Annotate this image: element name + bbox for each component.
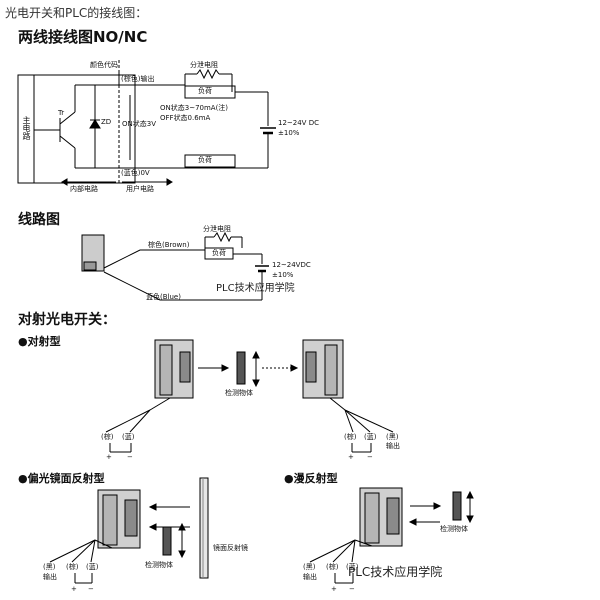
main-circuit-block [17, 74, 35, 184]
retro-sensor [97, 489, 141, 549]
sensor-frame [17, 74, 136, 184]
retro-brown: (棕) [66, 563, 79, 571]
brown-output-label: (棕色)输出 [121, 75, 155, 83]
diffuse-output: 输出 [303, 573, 317, 581]
off-current-label: OFF状态0.6mA [160, 114, 211, 122]
zd-label: ZD [101, 118, 112, 126]
circuit-load-label: 负荷 [212, 249, 226, 257]
retro-plus: + [71, 585, 77, 593]
object-retro [162, 526, 172, 556]
object-through [236, 351, 246, 385]
diffuse-diagram [309, 487, 474, 584]
circuit-title: 线路图 [18, 212, 60, 228]
through-left-minus: − [127, 453, 133, 461]
diffuse-minus: − [349, 585, 355, 593]
retro-black: (黑) [43, 563, 56, 571]
reflector-mirror [199, 477, 209, 579]
brown-wire-label: 棕色(Brown) [148, 241, 190, 249]
internal-circuit-label: 内部电路 [70, 185, 98, 193]
through-beam-diagram [105, 339, 394, 453]
load-label-top: 负荷 [198, 87, 212, 95]
diffuse-black: (黑) [303, 563, 316, 571]
through-right-blue: (蓝) [364, 433, 377, 441]
user-circuit-label: 用户电路 [126, 185, 154, 193]
through-beam-section-title: 对射光电开关： [18, 312, 116, 328]
color-code-label: 颜色代码 [90, 61, 118, 69]
diffuse-sensor [359, 487, 403, 547]
load-label-bottom: 负荷 [198, 156, 212, 164]
line-circuit-diagram [81, 231, 269, 301]
watermark-top: PLC技术应用学院 [216, 283, 295, 294]
blue-0v-label: (蓝色)0V [121, 169, 150, 177]
watermark-bottom: PLC技术应用学院 [348, 565, 443, 579]
blue-wire-label: 蓝色(Blue) [146, 293, 181, 301]
diffuse-plus: + [331, 585, 337, 593]
circuit-shunt-label: 分泄电阻 [203, 225, 231, 233]
receiver-right [302, 339, 344, 399]
two-wire-title: 两线接线图NO/NC [18, 28, 148, 46]
retro-type-label: ●偏光镜面反射型 [18, 472, 105, 485]
circuit-tolerance-label: ±10% [272, 271, 294, 279]
diffuse-brown: (棕) [326, 563, 339, 571]
through-right-minus: − [367, 453, 373, 461]
retro-blue: (蓝) [86, 563, 99, 571]
emitter-left [149, 339, 194, 411]
tr-label: Tr [58, 109, 65, 117]
retro-object-label: 检测物体 [145, 561, 173, 569]
load-box-bottom [184, 154, 236, 168]
through-object-label: 检测物体 [225, 389, 253, 397]
through-left-brown: (棕) [101, 433, 114, 441]
main-circuit-label: 主电路 [22, 116, 31, 140]
on-state-voltage-label: ON状态3V [122, 120, 156, 128]
through-right-output: 输出 [386, 442, 400, 450]
through-left-blue: (蓝) [122, 433, 135, 441]
diffuse-object-label: 检测物体 [440, 525, 468, 533]
object-diffuse [452, 491, 462, 521]
through-left-plus: + [106, 453, 112, 461]
shunt-resistor-label: 分泄电阻 [190, 61, 218, 69]
two-wire-diagram [17, 60, 276, 186]
diffuse-blue: (蓝) [346, 563, 359, 571]
on-current-label: ON状态3~70mA(注) [160, 104, 229, 112]
supply-label: 12~24V DC [278, 119, 319, 127]
circuit-supply-label: 12~24VDC [272, 261, 311, 269]
supply-tolerance: ±10% [278, 129, 300, 137]
through-right-brown: (棕) [344, 433, 357, 441]
through-right-black: (黑) [386, 433, 399, 441]
through-beam-type-label: ●对射型 [18, 335, 61, 348]
through-right-plus: + [348, 453, 354, 461]
diffuse-type-label: ●漫反射型 [284, 472, 338, 485]
retro-minus: − [88, 585, 94, 593]
intro-text: 光电开关和PLC的接线图： [5, 6, 148, 20]
mirror-label: 镜面反射镜 [213, 544, 248, 552]
retro-output: 输出 [43, 573, 57, 581]
retro-reflective-diagram [49, 477, 209, 584]
